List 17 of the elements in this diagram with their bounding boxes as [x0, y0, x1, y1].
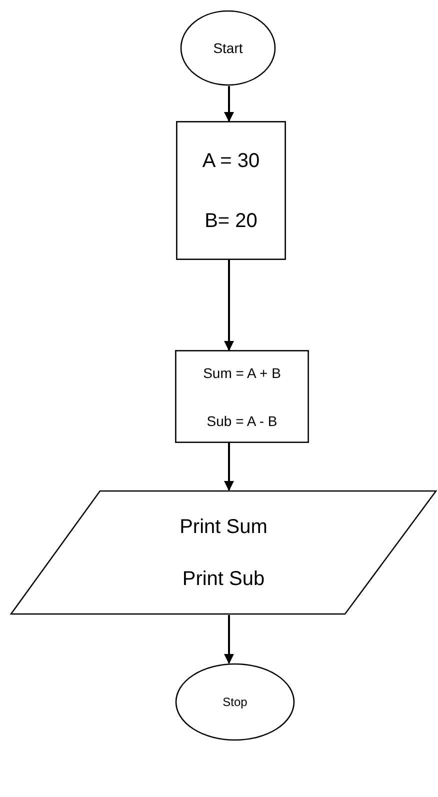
terminator-ellipse — [175, 663, 295, 741]
process-box — [176, 121, 286, 260]
node-text: B= 20 — [204, 208, 258, 234]
arrow — [224, 260, 234, 351]
node-text: A = 30 — [202, 148, 260, 174]
process-box — [175, 350, 309, 443]
node-text: Print Sub — [182, 566, 265, 592]
io-parallelogram — [10, 490, 437, 615]
node-text: Stop — [222, 694, 248, 710]
node-text: Sub = A - B — [206, 412, 278, 430]
terminator-ellipse — [180, 10, 276, 86]
arrow — [224, 443, 234, 491]
arrow — [224, 615, 234, 664]
arrow — [224, 86, 234, 122]
node-text: Print Sum — [180, 514, 268, 540]
node-text: Sum = A + B — [203, 364, 281, 382]
node-text: Start — [213, 39, 243, 58]
